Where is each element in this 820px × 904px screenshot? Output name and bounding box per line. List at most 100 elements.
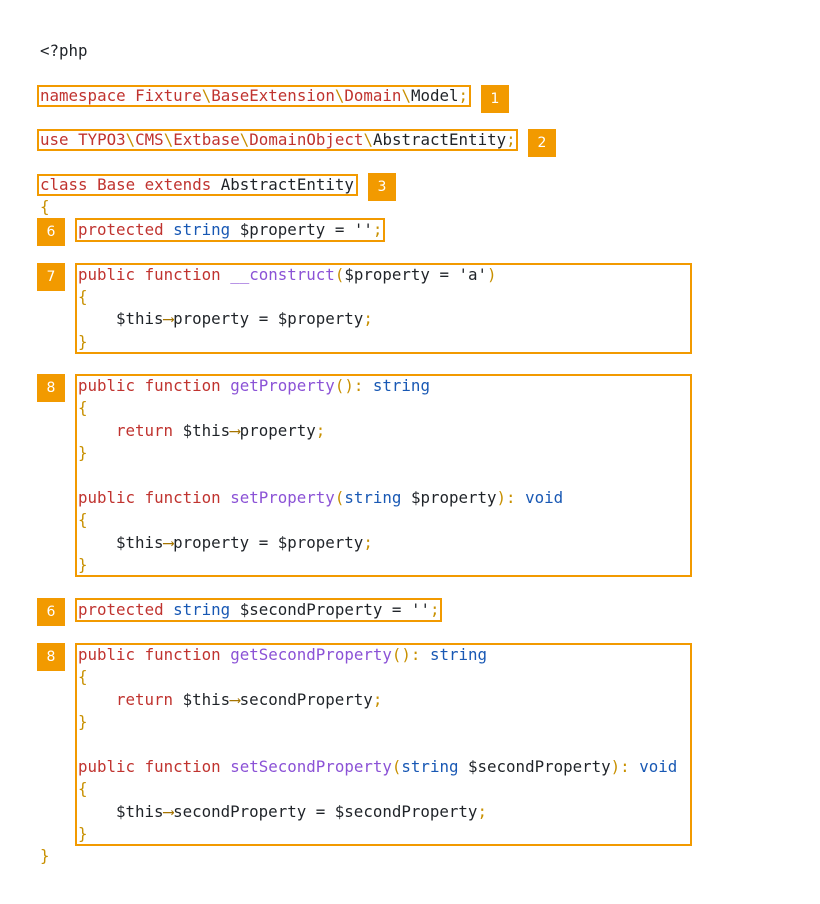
highlight-box-use: [37, 129, 518, 151]
function-keyword: function: [144, 265, 221, 284]
arrow-operator: ⟶: [230, 690, 240, 709]
brace: }: [78, 712, 88, 731]
use-part: Extbase: [173, 130, 240, 149]
variable: $secondProperty: [239, 600, 383, 619]
brace: }: [40, 846, 50, 865]
namespace-separator: \: [201, 86, 212, 105]
paren: (): [391, 645, 411, 664]
php-open-tag: <?php: [40, 41, 88, 61]
protected-keyword: protected: [78, 220, 164, 239]
semicolon: ;: [363, 309, 373, 328]
type-string: string: [344, 488, 402, 507]
setter-signature: public function setProperty(string $prop…: [78, 488, 563, 508]
variable: $this: [182, 690, 231, 709]
type-string: string: [429, 645, 488, 664]
use-part: CMS: [135, 130, 164, 149]
member: property: [173, 533, 250, 552]
badge-use: 2: [528, 129, 556, 157]
public-keyword: public: [78, 645, 136, 664]
semicolon: ;: [458, 86, 469, 105]
parent-class: AbstractEntity: [220, 175, 354, 194]
class-keyword: class: [40, 175, 88, 194]
namespace-separator: \: [334, 86, 345, 105]
namespace-line: namespace Fixture\BaseExtension\Domain\M…: [40, 86, 468, 106]
brace: {: [78, 779, 88, 798]
badge-class: 3: [368, 173, 396, 201]
second-getter-signature: public function getSecondProperty(): str…: [78, 645, 487, 665]
operator: =: [334, 220, 345, 239]
member: property: [173, 309, 250, 328]
operator: =: [258, 309, 269, 328]
brace: {: [78, 510, 88, 529]
member: secondProperty: [173, 802, 307, 821]
setter-close-brace: }: [78, 555, 88, 575]
getter-open-brace: {: [78, 398, 88, 418]
namespace-keyword: namespace: [40, 86, 126, 105]
operator: =: [258, 533, 269, 552]
member: property: [239, 421, 316, 440]
second-getter-close-brace: }: [78, 712, 88, 732]
string-literal: '': [410, 600, 430, 619]
type-string: string: [372, 376, 430, 395]
operator: =: [315, 802, 326, 821]
namespace-separator: \: [363, 130, 373, 149]
protected-keyword: protected: [78, 600, 164, 619]
public-keyword: public: [78, 265, 136, 284]
function-name: getSecondProperty: [230, 645, 392, 664]
class-open-brace: {: [40, 197, 50, 217]
paren: (: [334, 265, 345, 284]
paren: ):: [610, 757, 630, 776]
function-keyword: function: [144, 488, 221, 507]
brace: }: [78, 555, 88, 574]
highlight-box-namespace: [37, 85, 471, 107]
function-name: getProperty: [230, 376, 335, 395]
operator: =: [391, 600, 402, 619]
function-name: __construct: [230, 265, 335, 284]
variable: $property: [344, 265, 430, 284]
second-setter-open-brace: {: [78, 779, 88, 799]
arrow-operator: ⟶: [163, 533, 174, 552]
namespace-part: Model: [410, 86, 459, 105]
use-keyword: use: [40, 130, 69, 149]
class-close-brace: }: [40, 846, 50, 866]
getter-body: return $this⟶property;: [116, 421, 325, 441]
use-part: AbstractEntity: [372, 130, 507, 149]
type-string: string: [173, 220, 231, 239]
second-getter-open-brace: {: [78, 667, 88, 687]
variable: $this: [116, 533, 164, 552]
arrow-operator: ⟶: [230, 421, 240, 440]
highlight-box-accessors: [75, 374, 692, 577]
namespace-separator: \: [239, 130, 250, 149]
paren: ): [487, 265, 497, 284]
namespace-part: Fixture: [135, 86, 202, 105]
namespace-separator: \: [163, 130, 174, 149]
arrow-operator: ⟶: [163, 802, 174, 821]
member: secondProperty: [239, 690, 373, 709]
getter-signature: public function getProperty(): string: [78, 376, 430, 396]
string-literal: 'a': [458, 265, 488, 284]
brace: {: [78, 667, 88, 686]
return-keyword: return: [116, 421, 174, 440]
colon: :: [410, 645, 421, 664]
use-part: DomainObject: [249, 130, 364, 149]
brace: }: [78, 443, 88, 462]
namespace-separator: \: [401, 86, 411, 105]
constructor-open-brace: {: [78, 287, 88, 307]
function-keyword: function: [144, 376, 221, 395]
paren: (: [391, 757, 402, 776]
constructor-body: $this⟶property = $property;: [116, 309, 373, 329]
type-void: void: [525, 488, 564, 507]
paren: (: [334, 488, 345, 507]
variable: $secondProperty: [334, 802, 478, 821]
semicolon: ;: [429, 600, 440, 619]
paren: ):: [496, 488, 516, 507]
class-line: class Base extends AbstractEntity: [40, 175, 354, 195]
arrow-operator: ⟶: [163, 309, 174, 328]
semicolon: ;: [506, 130, 516, 149]
variable: $property: [277, 533, 364, 552]
brace: }: [78, 332, 88, 351]
constructor-close-brace: }: [78, 332, 88, 352]
second-setter-body: $this⟶secondProperty = $secondProperty;: [116, 802, 487, 822]
type-void: void: [639, 757, 678, 776]
badge-property: 6: [37, 218, 65, 246]
